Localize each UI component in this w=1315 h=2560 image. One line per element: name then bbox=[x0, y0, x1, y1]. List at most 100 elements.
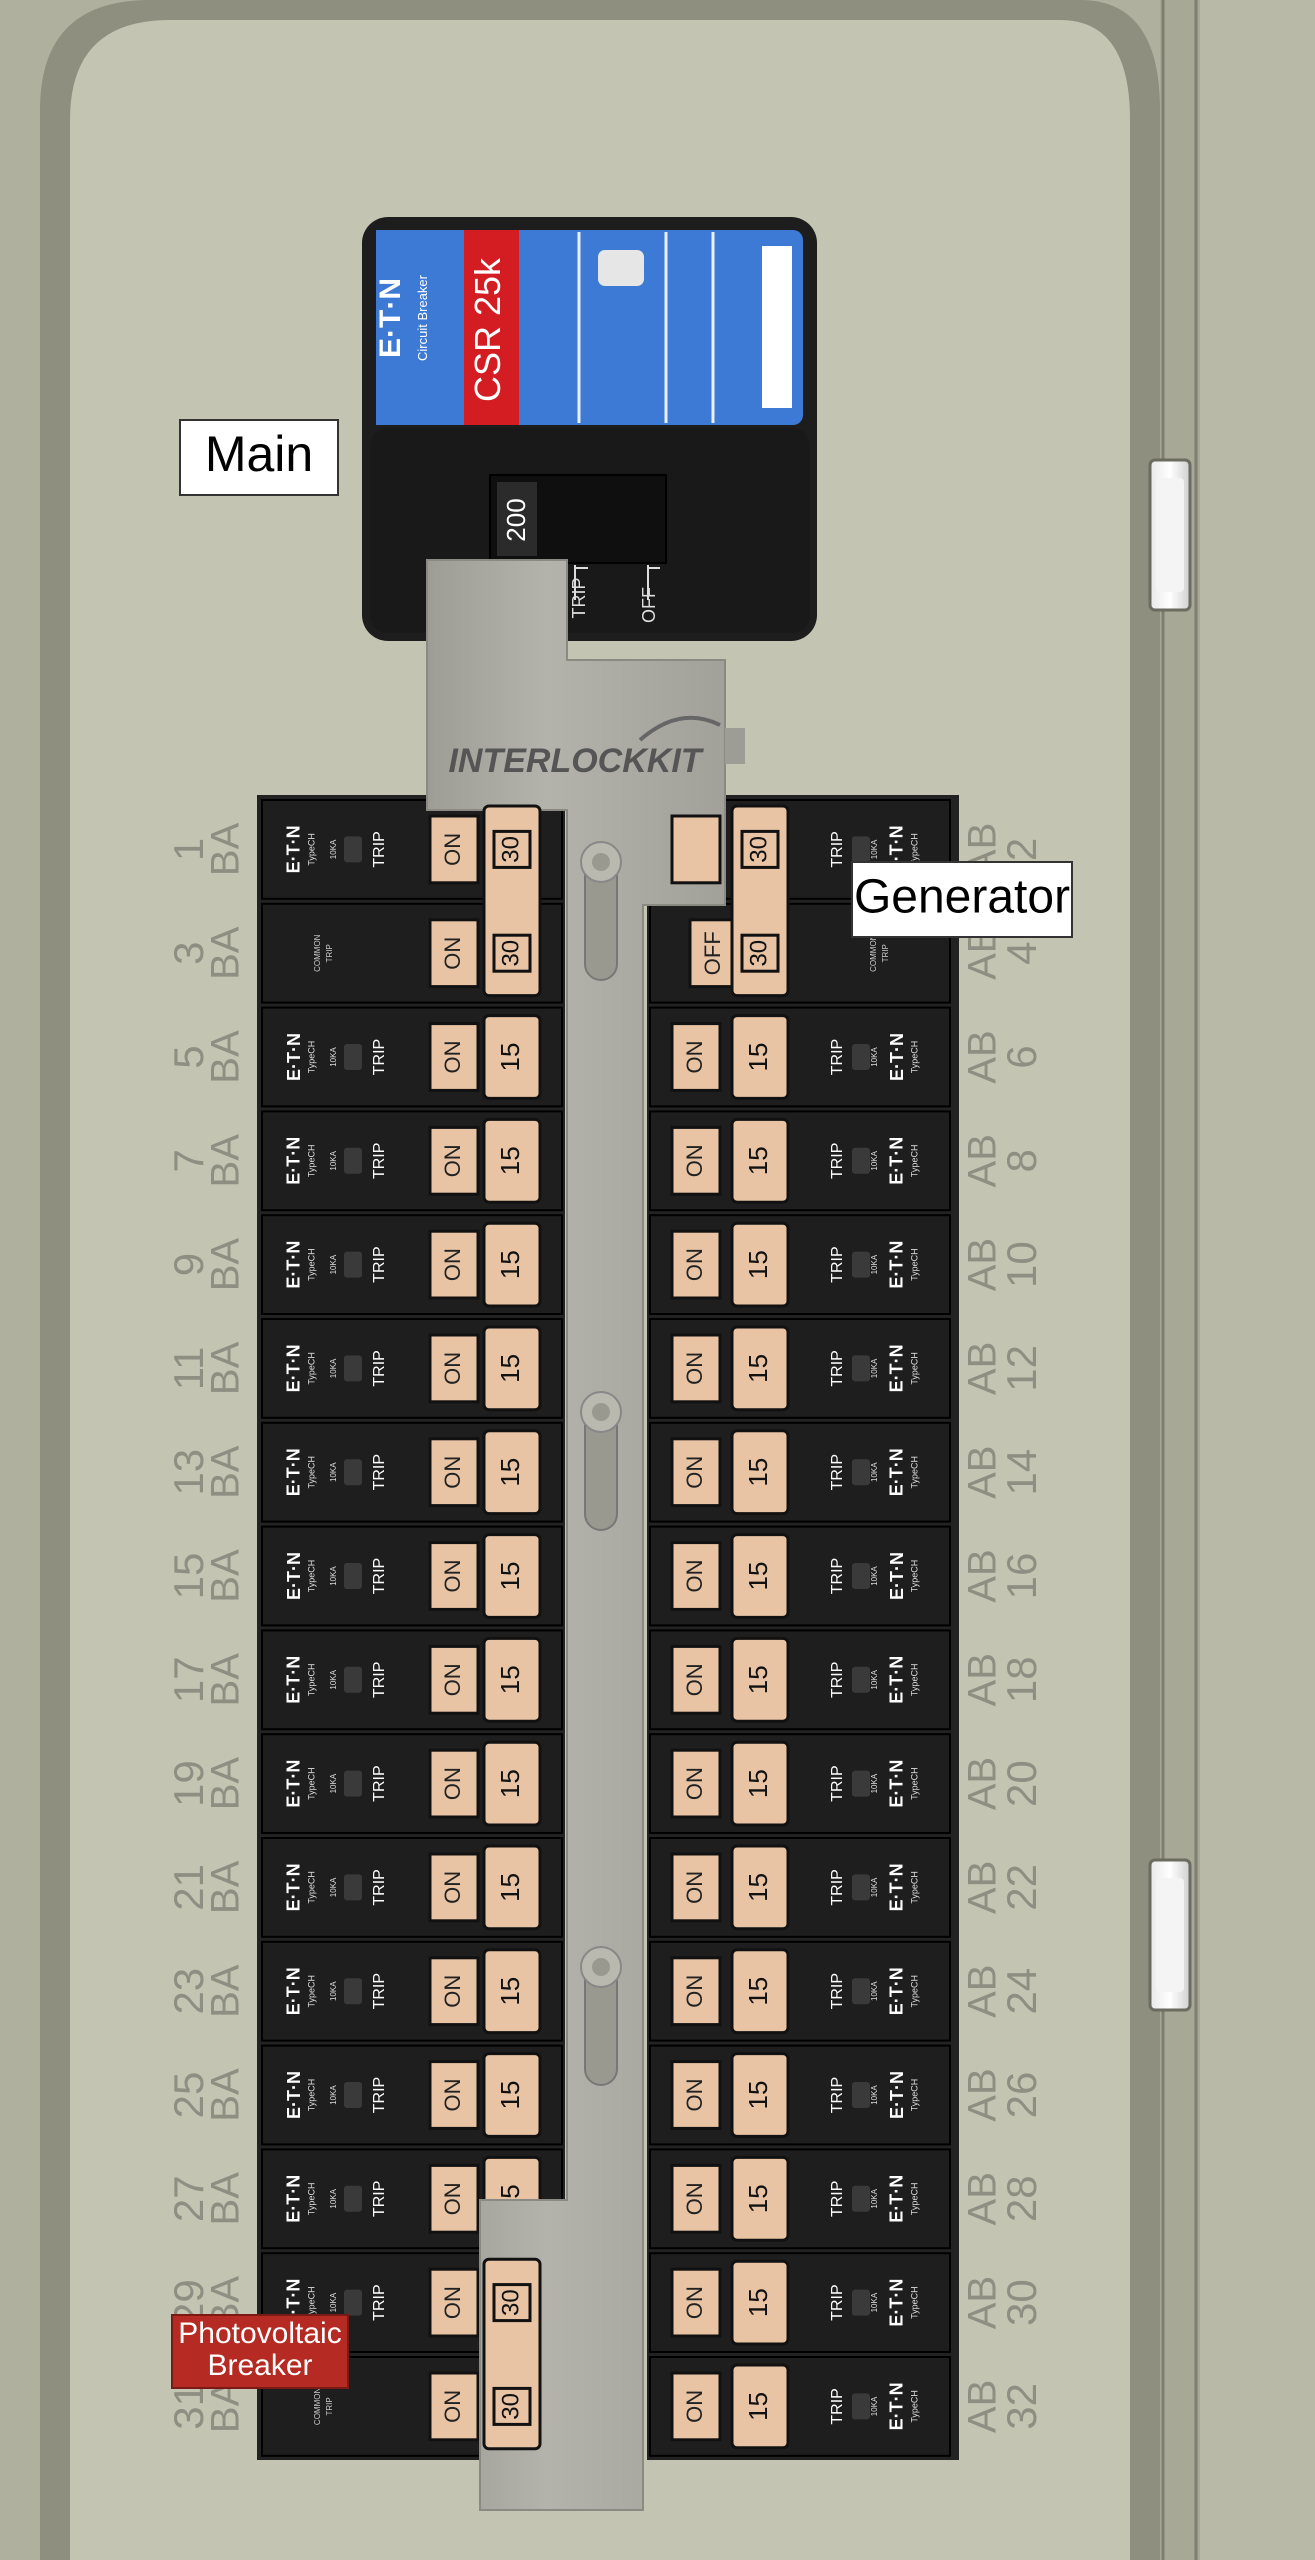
latch-tab-top[interactable] bbox=[1148, 458, 1192, 612]
breaker-type: TypeCH bbox=[306, 1456, 316, 1489]
handle-right-12[interactable]: 15 bbox=[730, 1325, 790, 1412]
trip-label: TRIP bbox=[829, 1973, 846, 2009]
handle-state: ON bbox=[440, 1248, 465, 1281]
trip-indicator bbox=[852, 2289, 870, 2316]
handle-right-28[interactable]: 15 bbox=[730, 2155, 790, 2242]
trip-label: TRIP bbox=[829, 2181, 846, 2217]
handle-left-17[interactable]: 15 bbox=[482, 1636, 542, 1723]
amp-rating: 15 bbox=[495, 1562, 525, 1591]
handle-left-7[interactable]: 15 bbox=[482, 1117, 542, 1204]
toggle-lever bbox=[730, 1325, 790, 1412]
trip-indicator bbox=[344, 2289, 362, 2316]
handle-left-9[interactable]: 15 bbox=[482, 1221, 542, 1308]
interlock-plate[interactable]: INTERLOCKKIT bbox=[426, 559, 745, 2511]
handle-right-20[interactable]: 15 bbox=[730, 1740, 790, 1827]
main-off-label: OFF bbox=[639, 587, 659, 623]
breaker-kaic: 10KA bbox=[329, 1047, 338, 1067]
handle-left-19[interactable]: 15 bbox=[482, 1740, 542, 1827]
handle-right-6[interactable]: 15 bbox=[730, 1014, 790, 1100]
trip-indicator bbox=[344, 1147, 362, 1174]
phase-letters: BA bbox=[204, 1964, 248, 2018]
toggle-lever bbox=[730, 1014, 790, 1100]
trip-indicator bbox=[344, 2082, 362, 2108]
breaker-kaic: 10KA bbox=[870, 1047, 879, 1067]
trip-label: TRIP bbox=[371, 1246, 388, 1282]
handle-left-25[interactable]: 15 bbox=[482, 2052, 542, 2138]
pv-callout: Photovoltaic Breaker bbox=[171, 2314, 349, 2389]
handle-left-13[interactable]: 15 bbox=[482, 1429, 542, 1516]
breaker-brand: E·T·N bbox=[284, 1137, 304, 1185]
status-tab bbox=[670, 1333, 722, 1404]
common-trip-label: COMMON bbox=[313, 2388, 322, 2426]
trip-label: TRIP bbox=[829, 1350, 846, 1386]
phase-letters: AB bbox=[961, 1446, 1005, 1499]
trip-label: TRIP bbox=[371, 1765, 388, 1801]
handle-right-30[interactable]: 15 bbox=[730, 2259, 790, 2346]
handle-left-21[interactable]: 15 bbox=[482, 1844, 542, 1931]
breaker-type: TypeCH bbox=[909, 1145, 919, 1178]
handle-right-24[interactable]: 15 bbox=[730, 1948, 790, 2035]
phase-letters: BA bbox=[204, 1238, 248, 1292]
breaker-type: TypeCH bbox=[306, 2286, 316, 2319]
handle-right-32[interactable]: 15 bbox=[730, 2363, 790, 2450]
handle-right-8[interactable]: 15 bbox=[730, 1117, 790, 1204]
trip-label: TRIP bbox=[371, 831, 388, 867]
handle-right-18[interactable]: 15 bbox=[730, 1636, 790, 1723]
trip-indicator bbox=[344, 1770, 362, 1797]
trip-indicator bbox=[852, 2082, 870, 2108]
phase-letters: BA bbox=[204, 1030, 248, 1084]
handle-state: ON bbox=[440, 2079, 465, 2112]
handle-state: ON bbox=[440, 2286, 465, 2319]
breaker-kaic: 10KA bbox=[329, 1150, 338, 1170]
handle-left-23[interactable]: 15 bbox=[482, 1948, 542, 2035]
toggle-lever bbox=[482, 1221, 542, 1308]
handle-left-5[interactable]: 15 bbox=[482, 1014, 542, 1100]
handle-right-26[interactable]: 15 bbox=[730, 2052, 790, 2138]
phase-letters: BA bbox=[204, 2068, 248, 2122]
latch-tab-bottom[interactable] bbox=[1148, 1858, 1192, 2012]
breaker-kaic: 10KA bbox=[870, 1358, 879, 1378]
handle-left-11[interactable]: 15 bbox=[482, 1325, 542, 1412]
breaker-kaic: 10KA bbox=[870, 1462, 879, 1482]
hinge-strip bbox=[1160, 0, 1200, 2560]
breaker-type: TypeCH bbox=[909, 1560, 919, 1593]
phase-letters: BA bbox=[204, 822, 248, 876]
handle-right-10[interactable]: 15 bbox=[730, 1221, 790, 1308]
slot-bolt-3 bbox=[580, 1946, 622, 2086]
handle-right-14[interactable]: 15 bbox=[730, 1429, 790, 1516]
handle-left-15[interactable]: 15 bbox=[482, 1533, 542, 1619]
trip-label: TRIP bbox=[371, 2077, 388, 2113]
trip-indicator bbox=[852, 1563, 870, 1589]
handle-right-22[interactable]: 15 bbox=[730, 1844, 790, 1931]
breaker-type: TypeCH bbox=[909, 1975, 919, 2008]
handle-right-16[interactable]: 15 bbox=[730, 1533, 790, 1619]
